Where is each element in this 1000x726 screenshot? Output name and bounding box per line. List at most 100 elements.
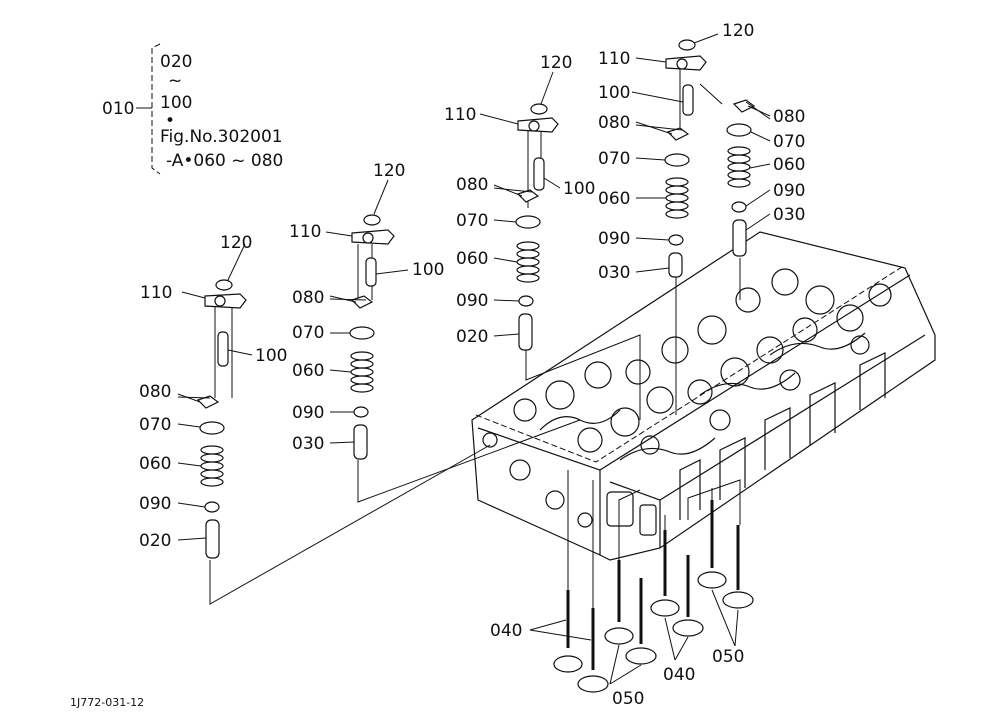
head-top-bores: [513, 268, 892, 461]
stack3-part-020: [518, 313, 533, 351]
stack1-part-070: [199, 421, 225, 435]
valve-050-a: [577, 608, 609, 693]
valve-stack-5: [726, 99, 756, 257]
label-040-b: 040: [663, 665, 695, 685]
valve-stack-3: [515, 103, 559, 351]
label-090-s5: 090: [773, 181, 805, 201]
label-120-s2: 120: [373, 161, 405, 181]
label-070-s3: 070: [456, 211, 488, 231]
label-050-a: 050: [612, 689, 644, 709]
stack2-part-030: [353, 424, 368, 460]
stack3-part-070: [515, 215, 541, 229]
label-050-b: 050: [712, 647, 744, 667]
stack5-part-060: [727, 146, 751, 188]
stack4-part-070: [664, 153, 690, 167]
stack1-part-090: [204, 501, 220, 513]
label-030-s4: 030: [598, 263, 630, 283]
valve-040-a: [553, 590, 583, 673]
label-120-s3: 120: [540, 53, 572, 73]
stack3-part-100: [533, 157, 545, 191]
part-labels: 120 110 100 080 070 060 090 020 120 110 …: [139, 21, 805, 709]
label-090-s1: 090: [139, 494, 171, 514]
stack2-part-090: [353, 406, 369, 418]
stack2-part-120: [363, 214, 381, 226]
legend-line1: 020: [160, 52, 192, 72]
label-060-s3: 060: [456, 249, 488, 269]
stack4-part-060: [665, 177, 689, 219]
legend-dot: •: [165, 111, 175, 131]
stack3-part-060: [516, 241, 540, 283]
label-020-s3: 020: [456, 327, 488, 347]
stack5-part-080: [732, 99, 756, 113]
label-leaders: [177, 33, 771, 685]
valve-050-d: [722, 525, 754, 609]
legend-bracket: [151, 43, 161, 175]
label-090-s2: 090: [292, 403, 324, 423]
label-070-s5: 070: [773, 132, 805, 152]
stack2-part-100: [365, 257, 377, 287]
stack4-part-090: [668, 234, 684, 246]
stack4-part-030: [668, 252, 683, 278]
label-070-s1: 070: [139, 415, 171, 435]
label-110-s2: 110: [289, 222, 321, 242]
valve-050-c: [672, 555, 704, 637]
label-080-s3: 080: [456, 175, 488, 195]
label-030-s2: 030: [292, 434, 324, 454]
stack1-part-100: [217, 331, 229, 367]
label-030-s5: 030: [773, 205, 805, 225]
legend-line5: Fig.No.302001: [160, 127, 283, 147]
stack3-part-120: [530, 103, 548, 115]
drawing-code: 1J772-031-12: [70, 696, 144, 709]
valve-050-b: [625, 578, 657, 665]
label-120-s4: 120: [722, 21, 754, 41]
label-100-s3: 100: [563, 179, 595, 199]
label-110-s4: 110: [598, 49, 630, 69]
label-040-a: 040: [490, 621, 522, 641]
legend-line6: -A•060 ~ 080: [166, 151, 283, 171]
label-110-s1: 110: [140, 283, 172, 303]
stack2-part-080: [350, 295, 374, 309]
stack4-part-120: [678, 39, 696, 51]
label-060-s4: 060: [598, 189, 630, 209]
cylinder-head: [471, 231, 936, 561]
valve-stack-4: [664, 39, 707, 278]
label-080-s5: 080: [773, 107, 805, 127]
legend-line3: 100: [160, 93, 192, 113]
stack3-part-090: [518, 295, 534, 307]
label-060-s1: 060: [139, 454, 171, 474]
label-080-s1: 080: [139, 382, 171, 402]
label-060-s5: 060: [773, 155, 805, 175]
stack1-part-120: [215, 279, 233, 291]
label-100-s4: 100: [598, 83, 630, 103]
label-020-s1: 020: [139, 531, 171, 551]
label-090-s4: 090: [598, 229, 630, 249]
stack2-part-060: [350, 351, 374, 393]
stack5-part-070: [726, 123, 752, 137]
legend-tilde: ~: [168, 71, 182, 91]
label-110-s3: 110: [444, 105, 476, 125]
label-120-s1: 120: [220, 233, 252, 253]
stack1-part-020: [205, 519, 220, 559]
label-080-s4: 080: [598, 113, 630, 133]
label-070-s4: 070: [598, 149, 630, 169]
label-070-s2: 070: [292, 323, 324, 343]
label-100-s2: 100: [412, 260, 444, 280]
valves: [553, 500, 754, 693]
stack2-part-070: [349, 326, 375, 340]
valve-040-c: [650, 530, 680, 617]
valve-040-b: [604, 560, 634, 645]
stack1-part-060: [200, 445, 224, 487]
stack1-part-080: [196, 395, 220, 409]
legend-group: 010 020 ~ 100 • Fig.No.302001 -A•060 ~ 0…: [102, 43, 283, 175]
label-100-s1: 100: [255, 346, 287, 366]
stack5-part-030: [732, 219, 747, 257]
label-090-s3: 090: [456, 291, 488, 311]
valve-stack-1: [196, 279, 247, 559]
legend-ref: 010: [102, 99, 134, 119]
label-060-s2: 060: [292, 361, 324, 381]
stack4-part-100: [682, 84, 694, 116]
label-080-s2: 080: [292, 288, 324, 308]
valve-040-d: [697, 500, 727, 589]
stack5-part-090: [731, 201, 747, 213]
